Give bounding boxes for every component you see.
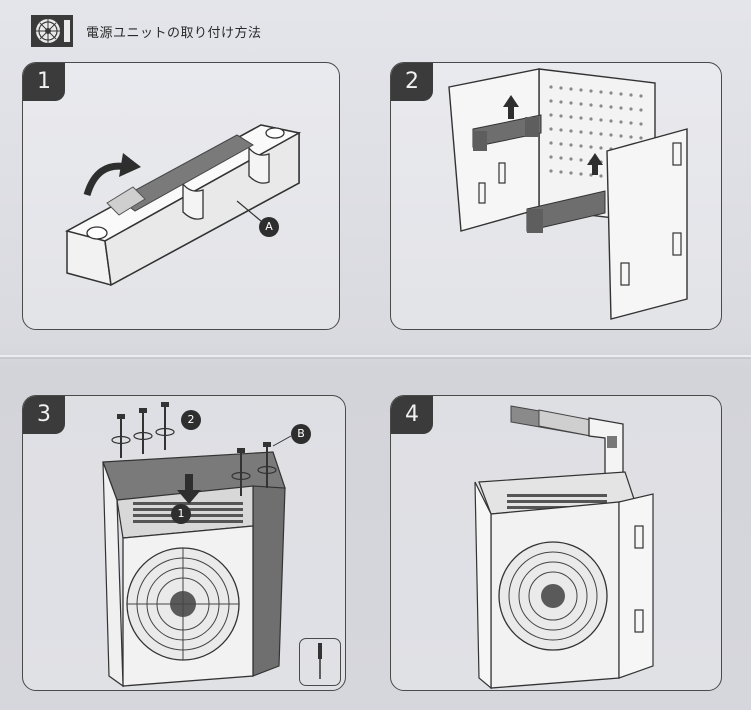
bracket-illustration (64, 124, 302, 287)
callout-a: A (259, 217, 279, 237)
chassis-bracket-illustration (448, 68, 688, 320)
power-supply-icon (31, 15, 73, 47)
step-panel-3: 3 (22, 395, 346, 691)
step-panel-4: 4 (390, 395, 722, 691)
step-panel-1: 1 A (22, 62, 340, 330)
callout-1: 1 (171, 504, 191, 524)
screwdriver-tool-box (299, 638, 341, 686)
arrow-up-icon (503, 95, 519, 119)
paper-fold (0, 355, 751, 357)
rotate-arrow-icons (111, 427, 277, 481)
arrow-down-icon (177, 474, 201, 504)
callout-b: B (291, 424, 311, 444)
callout-2: 2 (181, 410, 201, 430)
step-number-badge: 2 (391, 63, 433, 101)
power-cable-illustration (474, 405, 654, 690)
screwdriver-icon (318, 643, 322, 679)
step-number-badge: 4 (391, 396, 433, 434)
paper-fold-shadow (0, 357, 751, 359)
arrow-up-icon (587, 153, 603, 175)
step-panel-2: 2 (390, 62, 722, 330)
step-number-badge: 3 (23, 396, 65, 434)
step-number-badge: 1 (23, 63, 65, 101)
psu-install-illustration (102, 402, 292, 688)
page-title: 電源ユニットの取り付け方法 (86, 26, 262, 41)
